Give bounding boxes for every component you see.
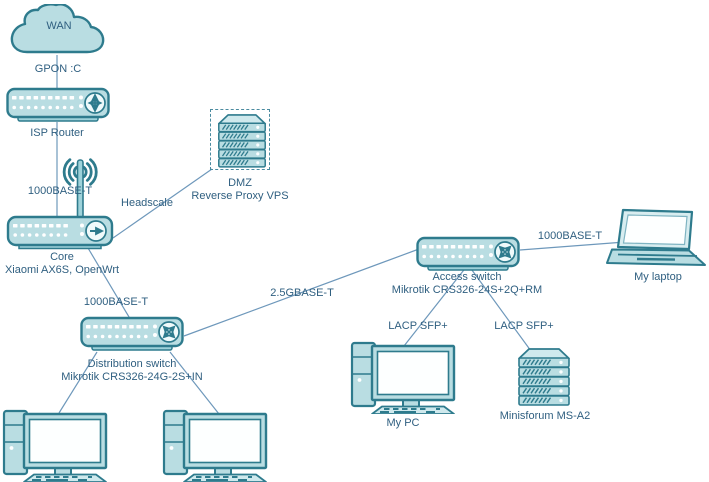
link-label-isp-core: 1000BASE-T [27,185,93,197]
desktop-computer-icon [350,341,456,414]
distribution-switch-node [80,316,184,356]
minisforum-label: Minisforum MS-A2 [499,410,591,422]
wan-node [10,4,106,56]
crossed-arrows-icon [498,245,512,259]
link-distribution-access [183,248,420,337]
workstation1-node [2,408,108,482]
desktop-computer-icon [162,409,268,482]
desktop-computer-icon [2,409,108,482]
server-icon [217,114,267,168]
link-label-headscale: Headscale [121,197,173,209]
my-pc-node [350,340,456,414]
link-label-core-distribution: 1000BASE-T [83,296,149,308]
link-core-dmz [112,168,213,239]
link-label-access-pc: LACP SFP+ [388,320,448,332]
link-label-access-minisforum: LACP SFP+ [494,320,554,332]
wireless-router-icon [6,158,114,250]
access-switch-node [416,236,520,276]
laptop-node [606,206,706,268]
link-label-gpon: GPON :C [34,63,82,75]
link-access-laptop [519,241,626,251]
link-label-access-laptop: 1000BASE-T [537,230,603,242]
laptop-icon [606,208,706,266]
link-distribution-workstation2 [169,351,220,415]
isp-router-node [6,87,110,127]
workstation2-node [162,408,268,482]
router-icon [6,87,110,122]
link-label-distribution-access: 2.5GBASE-T [270,287,334,299]
link-access-pc [403,265,468,347]
dmz-label: DMZ Reverse Proxy VPS [191,177,289,202]
link-distribution-workstation1 [58,351,98,414]
link-access-minisforum [468,265,532,352]
minisforum-node [515,346,573,406]
my-pc-label: My PC [386,417,420,429]
bidirectional-arrows-icon [87,93,103,113]
cloud-icon [10,4,105,54]
isp-router-label: ISP Router [30,127,84,139]
link-core-distribution [87,247,133,323]
dmz-zone-border [210,109,270,170]
laptop-label: My laptop [634,271,682,283]
switch-icon [80,316,184,351]
wan-label: WAN [46,20,72,32]
core-router-node [6,155,118,251]
crossed-arrows-icon [162,325,176,339]
access-switch-label: Access switch Mikrotik CRS326-24S+2Q+RM [391,271,543,296]
switch-icon [416,236,520,271]
distribution-switch-label: Distribution switch Mikrotik CRS326-24G-… [61,358,203,383]
dmz-server-node [216,112,268,168]
wifi-waves-icon [62,158,98,186]
core-label: Core Xiaomi AX6S, OpenWrt [4,251,120,276]
server-icon [518,348,570,406]
